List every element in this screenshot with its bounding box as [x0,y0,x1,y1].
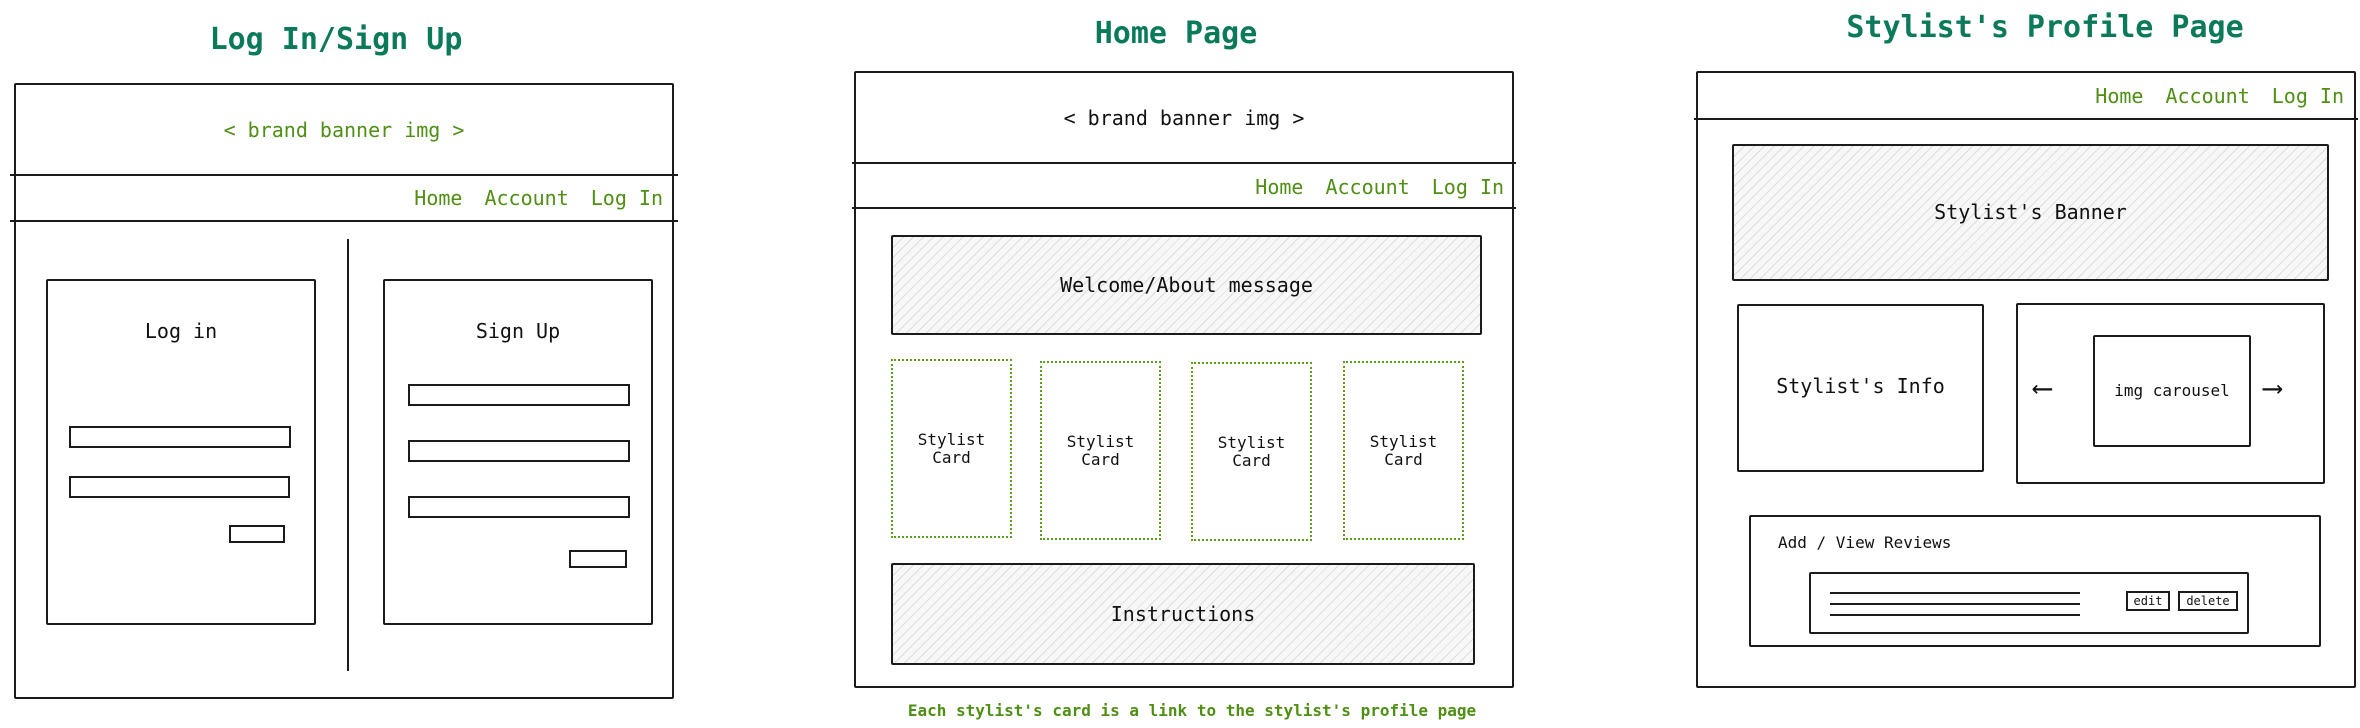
profile-reviews-title: Add / View Reviews [1778,533,1952,552]
review-edit-button[interactable]: edit [2126,591,2170,611]
home-welcome-message [891,235,1482,335]
login-nav-login[interactable]: Log In [590,186,663,210]
profile-nav-bar: Home Account Log In [2095,84,2344,108]
profile-carousel-frame [2016,303,2325,484]
home-stylist-card-2[interactable] [1040,361,1161,540]
home-stylist-card-1-label: Stylist Card [917,429,986,467]
review-delete-button[interactable]: delete [2178,591,2238,611]
profile-page-frame [1696,71,2356,688]
home-welcome-label: Welcome/About message [1060,273,1313,297]
home-stylist-card-3[interactable] [1191,362,1312,541]
login-brand-banner: < brand banner img > [223,118,465,142]
home-nav-home[interactable]: Home [1255,175,1304,199]
login-password-input[interactable] [69,476,290,498]
profile-nav-login[interactable]: Log In [2271,84,2344,108]
login-username-input[interactable] [69,426,291,448]
carousel-right-arrow-icon[interactable]: ⟶ [2264,371,2281,404]
home-stylist-card-3-label: Stylist Card [1217,432,1286,470]
login-panel-title: Log in [144,319,218,343]
review-text-line-3 [1830,614,2080,616]
home-stylist-card-1[interactable] [891,359,1012,538]
signup-panel-title: Sign Up [475,319,561,343]
home-brand-banner: < brand banner img > [1063,106,1305,130]
profile-stylist-info [1737,304,1984,472]
signup-field-2[interactable] [408,440,630,462]
home-footnote: Each stylist's card is a link to the sty… [907,701,1477,720]
home-banner-divider [852,162,1516,164]
login-section-title: Log In/Sign Up [209,22,463,57]
login-nav-home[interactable]: Home [414,186,463,210]
profile-review-item [1809,572,2249,634]
profile-nav-divider [1694,118,2358,120]
home-stylist-card-2-label: Stylist Card [1066,431,1135,469]
signup-field-3[interactable] [408,496,630,518]
home-nav-account[interactable]: Account [1325,175,1410,199]
login-banner-divider [10,174,678,176]
login-page-frame [14,83,674,699]
home-nav-bar: Home Account Log In [1255,175,1504,199]
home-stylist-card-4[interactable] [1343,361,1464,540]
profile-stylist-banner [1732,144,2329,281]
login-nav-account[interactable]: Account [484,186,569,210]
profile-img-carousel-label: img carousel [2114,381,2230,400]
signup-field-1[interactable] [408,384,630,406]
home-nav-login[interactable]: Log In [1431,175,1504,199]
profile-nav-account[interactable]: Account [2165,84,2250,108]
profile-img-carousel[interactable] [2093,335,2251,447]
login-panel [46,279,316,625]
profile-reviews-panel [1749,515,2321,647]
signup-submit-button[interactable] [569,550,627,568]
home-section-title: Home Page [1094,16,1258,51]
profile-section-title: Stylist's Profile Page [1846,10,2244,45]
carousel-left-arrow-icon[interactable]: ⟵ [2034,371,2051,404]
home-instructions [891,563,1475,665]
signup-panel [383,279,653,625]
review-text-line-1 [1830,592,2080,594]
home-stylist-card-4-label: Stylist Card [1369,431,1438,469]
home-nav-divider [852,207,1516,209]
profile-nav-home[interactable]: Home [2095,84,2144,108]
login-nav-bar: Home Account Log In [414,186,663,210]
profile-stylist-info-label: Stylist's Info [1776,374,1945,398]
home-instructions-label: Instructions [1110,602,1256,626]
home-page-frame [854,71,1514,688]
review-text-line-2 [1830,603,2080,605]
profile-stylist-banner-label: Stylist's Banner [1934,200,2127,224]
login-nav-divider [10,220,678,222]
login-signup-divider [347,239,349,671]
login-submit-button[interactable] [229,525,285,543]
